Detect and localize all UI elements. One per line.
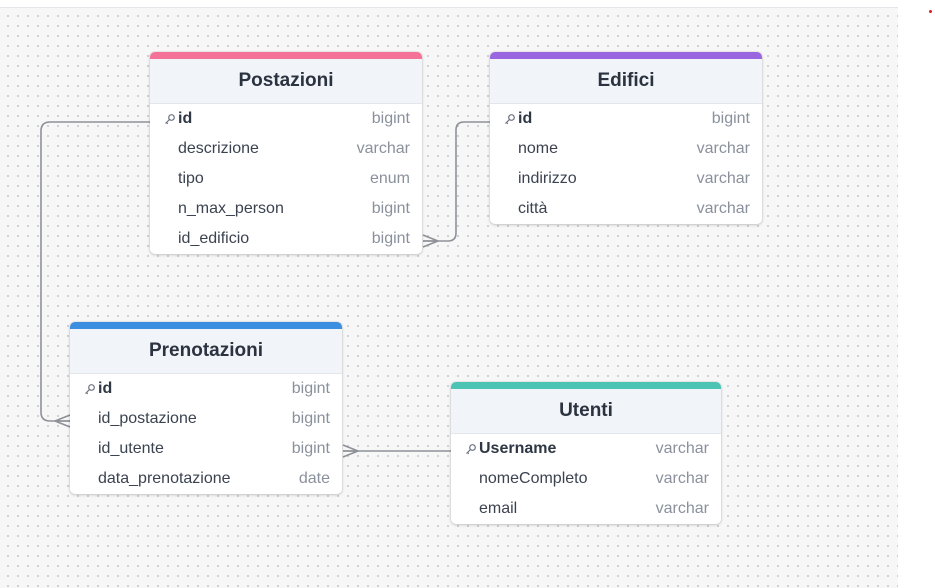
key-icon <box>502 113 518 125</box>
field-name: id_edificio <box>178 230 250 247</box>
field-type: bigint <box>291 440 330 457</box>
field-row[interactable]: id_postazione bigint <box>70 404 342 434</box>
field-name: tipo <box>178 170 204 187</box>
field-name: id <box>178 110 193 127</box>
field-type: varchar <box>356 140 410 157</box>
table-color-bar <box>150 52 422 59</box>
field-name: email <box>479 500 518 517</box>
field-row[interactable]: id_utente bigint <box>70 434 342 464</box>
field-name: nome <box>518 140 559 157</box>
field-type: varchar <box>655 440 709 457</box>
table-title[interactable]: Prenotazioni <box>70 329 342 374</box>
field-row[interactable]: email varchar <box>451 494 721 524</box>
status-dot <box>929 10 932 13</box>
field-row[interactable]: indirizzo varchar <box>490 164 762 194</box>
table-color-bar <box>490 52 762 59</box>
field-row[interactable]: città varchar <box>490 194 762 224</box>
table-title[interactable]: Utenti <box>451 389 721 434</box>
table-color-bar <box>70 322 342 329</box>
field-name: id <box>518 110 533 127</box>
field-row[interactable]: n_max_person bigint <box>150 194 422 224</box>
field-type: varchar <box>655 500 709 517</box>
field-name: data_prenotazione <box>98 470 231 487</box>
field-row[interactable]: id bigint <box>490 104 762 134</box>
field-type: enum <box>369 170 410 187</box>
field-row[interactable]: nome varchar <box>490 134 762 164</box>
field-row[interactable]: data_prenotazione date <box>70 464 342 494</box>
table-utenti[interactable]: Utenti Username varchar nomeCompleto var… <box>451 382 721 524</box>
field-type: varchar <box>696 170 750 187</box>
field-row[interactable]: Username varchar <box>451 434 721 464</box>
field-name: id_utente <box>98 440 164 457</box>
key-icon <box>162 113 178 125</box>
table-edifici[interactable]: Edifici id bigint nome varchar indirizzo… <box>490 52 762 224</box>
field-type: varchar <box>696 200 750 217</box>
table-postazioni[interactable]: Postazioni id bigint descrizione varchar… <box>150 52 422 254</box>
field-type: bigint <box>371 110 410 127</box>
key-icon <box>463 443 479 455</box>
diagram-canvas[interactable] <box>0 7 898 588</box>
field-name: indirizzo <box>518 170 577 187</box>
field-type: bigint <box>711 110 750 127</box>
field-row[interactable]: tipo enum <box>150 164 422 194</box>
field-row[interactable]: descrizione varchar <box>150 134 422 164</box>
field-name: Username <box>479 440 557 457</box>
table-prenotazioni[interactable]: Prenotazioni id bigint id_postazione big… <box>70 322 342 494</box>
field-name: id <box>98 380 113 397</box>
field-name: n_max_person <box>178 200 284 217</box>
table-color-bar <box>451 382 721 389</box>
field-type: bigint <box>291 410 330 427</box>
field-name: nomeCompleto <box>479 470 588 487</box>
field-name: città <box>518 200 548 217</box>
field-type: varchar <box>696 140 750 157</box>
table-title[interactable]: Edifici <box>490 59 762 104</box>
field-type: bigint <box>291 380 330 397</box>
key-icon <box>82 383 98 395</box>
field-type: varchar <box>655 470 709 487</box>
field-type: bigint <box>371 230 410 247</box>
field-name: id_postazione <box>98 410 197 427</box>
field-row[interactable]: id_edificio bigint <box>150 224 422 254</box>
field-row[interactable]: id bigint <box>150 104 422 134</box>
field-row[interactable]: id bigint <box>70 374 342 404</box>
field-type: date <box>298 470 330 487</box>
field-row[interactable]: nomeCompleto varchar <box>451 464 721 494</box>
table-title[interactable]: Postazioni <box>150 59 422 104</box>
field-name: descrizione <box>178 140 259 157</box>
field-type: bigint <box>371 200 410 217</box>
